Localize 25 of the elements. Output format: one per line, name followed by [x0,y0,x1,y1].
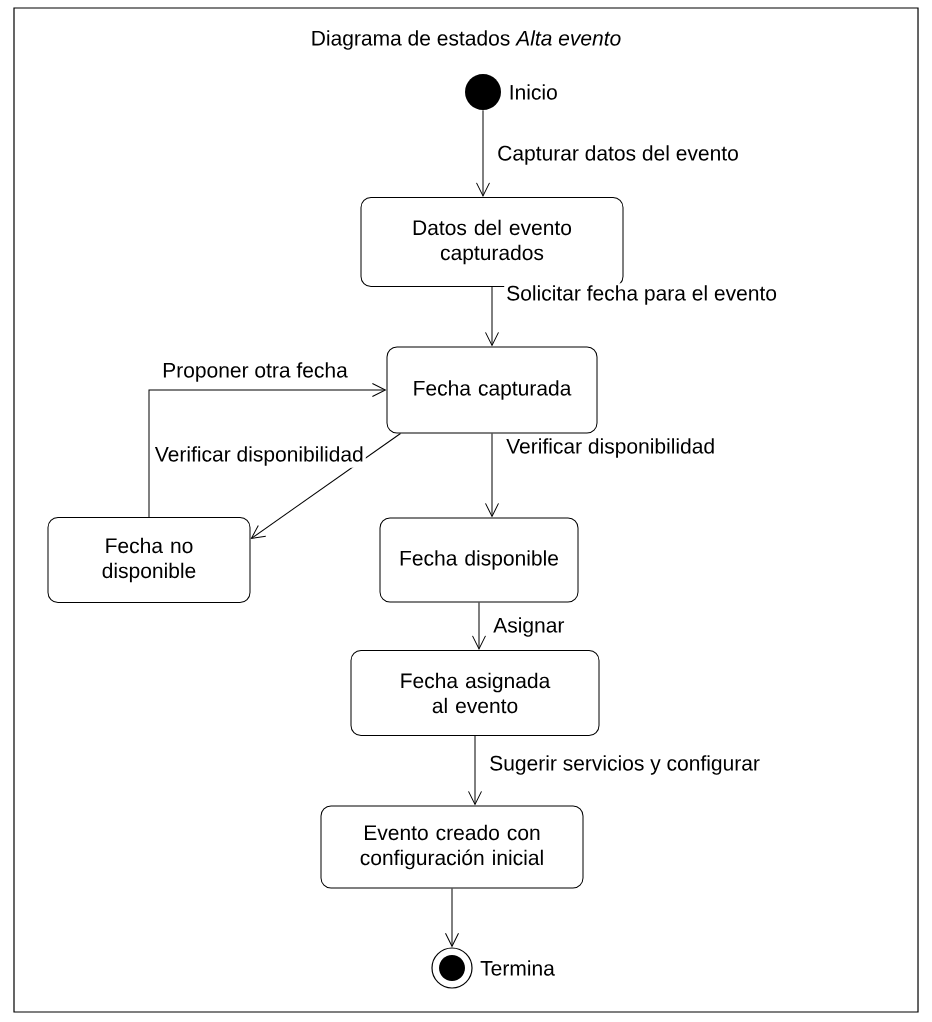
final-state [431,947,473,989]
edge-label: Solicitar fecha para el evento [504,283,780,307]
arrow [468,735,482,805]
arrow [148,383,386,518]
arrow [485,286,499,346]
arrow [485,433,499,517]
edge-label: Verificar disponibilidad [504,436,718,460]
arrow [472,602,486,650]
edge-label: Asignar [491,615,567,639]
arrow [476,109,490,197]
arrow [250,433,401,539]
state-box: Fecha capturada [386,346,598,434]
state-box: Fecha disponible [379,517,579,603]
state-box: Fecha asignada al evento [350,650,600,736]
edge-label: Sugerir servicios y configurar [487,753,762,777]
edge-label: Proponer otra fecha [160,360,350,384]
arrow [445,888,459,947]
state-label: Inicio [510,84,557,100]
edge-label: Verificar disponibilidad [152,444,366,468]
state-label: Termina [480,960,555,976]
state-box: Fecha no disponible [47,517,251,603]
diagram-title: Diagrama de estados Alta evento [312,30,621,50]
state-box: Evento creado con configuración inicial [320,805,584,889]
edge-label: Capturar datos del evento [495,143,741,167]
initial-state [465,74,501,110]
